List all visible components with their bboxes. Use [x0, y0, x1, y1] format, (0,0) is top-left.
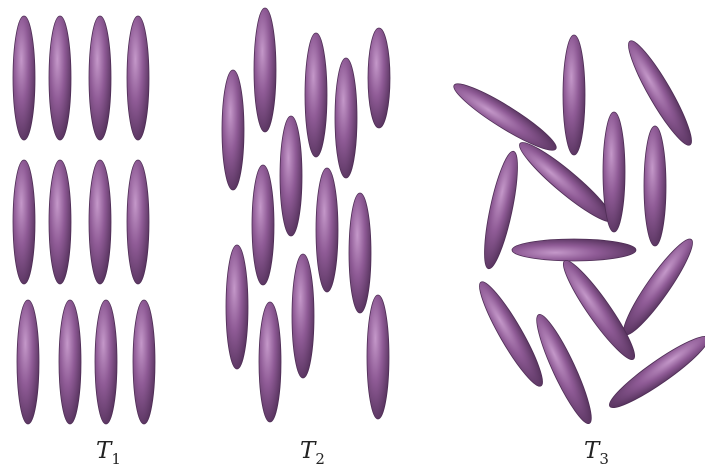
ellipsoid-molecule	[59, 300, 81, 424]
ellipsoid-molecule	[280, 116, 302, 236]
label-t3-sub: 3	[599, 450, 609, 468]
ellipsoid-molecule	[367, 295, 389, 419]
ellipsoid-molecule	[316, 168, 338, 292]
ellipsoid-molecule	[259, 302, 281, 422]
ellipsoid-molecule	[127, 160, 149, 284]
ellipsoid-molecule	[89, 16, 111, 140]
label-t2-sub: 2	[315, 450, 325, 468]
ellipsoid-molecule	[292, 254, 314, 378]
ellipsoid-molecule	[563, 35, 585, 155]
label-t3-main: T	[584, 438, 599, 464]
ellipsoid-molecule	[556, 255, 643, 366]
panel-label-t2: T2	[300, 436, 325, 468]
ellipsoid-molecule	[254, 8, 276, 132]
label-t1-main: T	[96, 438, 111, 464]
ellipsoid-molecule	[222, 70, 244, 190]
ellipsoid-molecule	[349, 193, 371, 313]
ellipsoid-molecule	[603, 112, 625, 232]
ellipsoid-molecule	[49, 160, 71, 284]
ellipsoid-molecule	[127, 16, 149, 140]
ellipsoid-molecule	[89, 160, 111, 284]
panel-label-t3: T3	[584, 436, 609, 468]
ellipsoid-molecule	[226, 245, 248, 369]
ellipsoid-molecule	[305, 33, 327, 157]
ellipsoid-molecule	[368, 28, 390, 128]
panel-label-t1: T1	[96, 436, 121, 468]
ellipsoid-molecule	[335, 58, 357, 178]
ellipsoid-molecule	[448, 76, 561, 158]
ellipsoid-molecule	[13, 160, 35, 284]
ellipsoid-molecule	[49, 16, 71, 140]
ellipsoid-molecule	[17, 300, 39, 424]
ellipsoid-molecule	[13, 16, 35, 140]
ellipsoid-molecule	[512, 239, 636, 261]
panel-t2-ellipsoids	[222, 8, 390, 422]
ellipsoid-molecule	[644, 126, 666, 246]
panel-t3-ellipsoids	[448, 35, 705, 428]
label-t2-main: T	[300, 438, 315, 464]
ellipsoid-molecule	[252, 165, 274, 285]
ellipsoid-molecule	[95, 300, 117, 424]
ellipsoid-molecule	[133, 300, 155, 424]
panel-t1-ellipsoids	[13, 16, 155, 424]
label-t1-sub: 1	[111, 450, 121, 468]
